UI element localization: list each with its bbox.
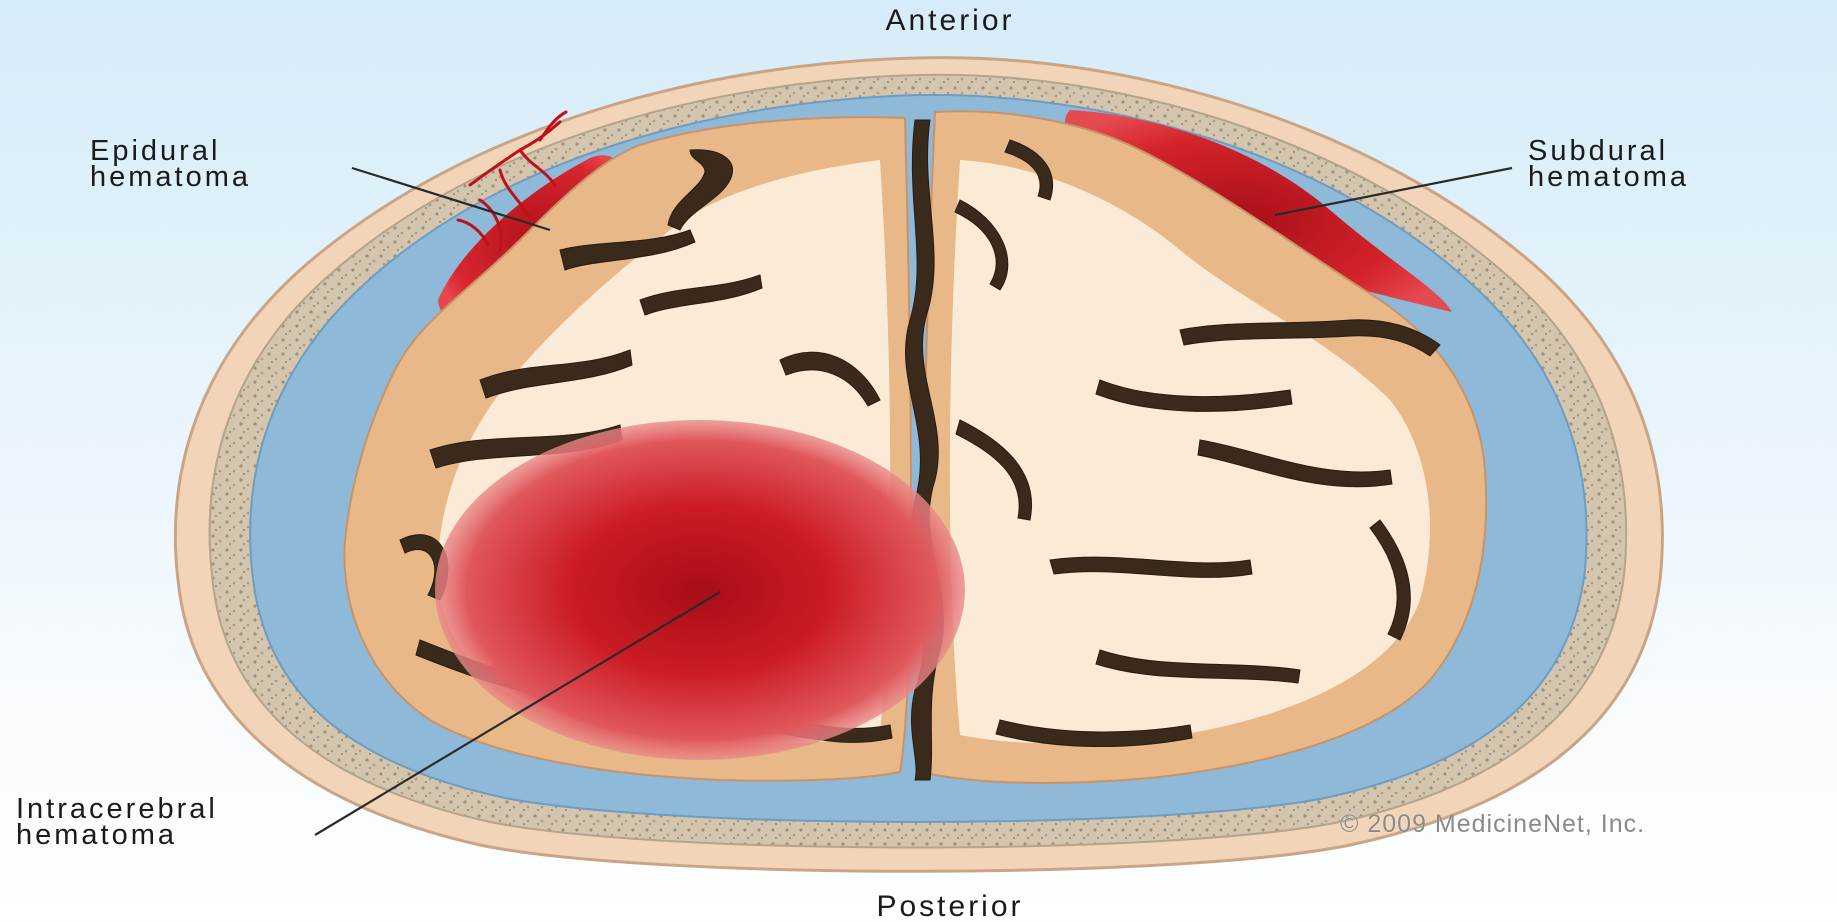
epidural-hematoma-label: Epidural hematoma: [90, 138, 251, 190]
copyright-notice: © 2009 MedicineNet, Inc.: [1340, 810, 1645, 839]
posterior-label: Posterior: [876, 890, 1023, 922]
intracerebral-hematoma: [435, 420, 965, 760]
anterior-label: Anterior: [885, 4, 1014, 38]
intracerebral-hematoma-label: Intracerebral hematoma: [16, 796, 218, 848]
intracerebral-label-line2: hematoma: [16, 822, 218, 848]
subdural-label-line2: hematoma: [1528, 164, 1689, 190]
subdural-hematoma-label: Subdural hematoma: [1528, 138, 1689, 190]
epidural-label-line2: hematoma: [90, 164, 251, 190]
